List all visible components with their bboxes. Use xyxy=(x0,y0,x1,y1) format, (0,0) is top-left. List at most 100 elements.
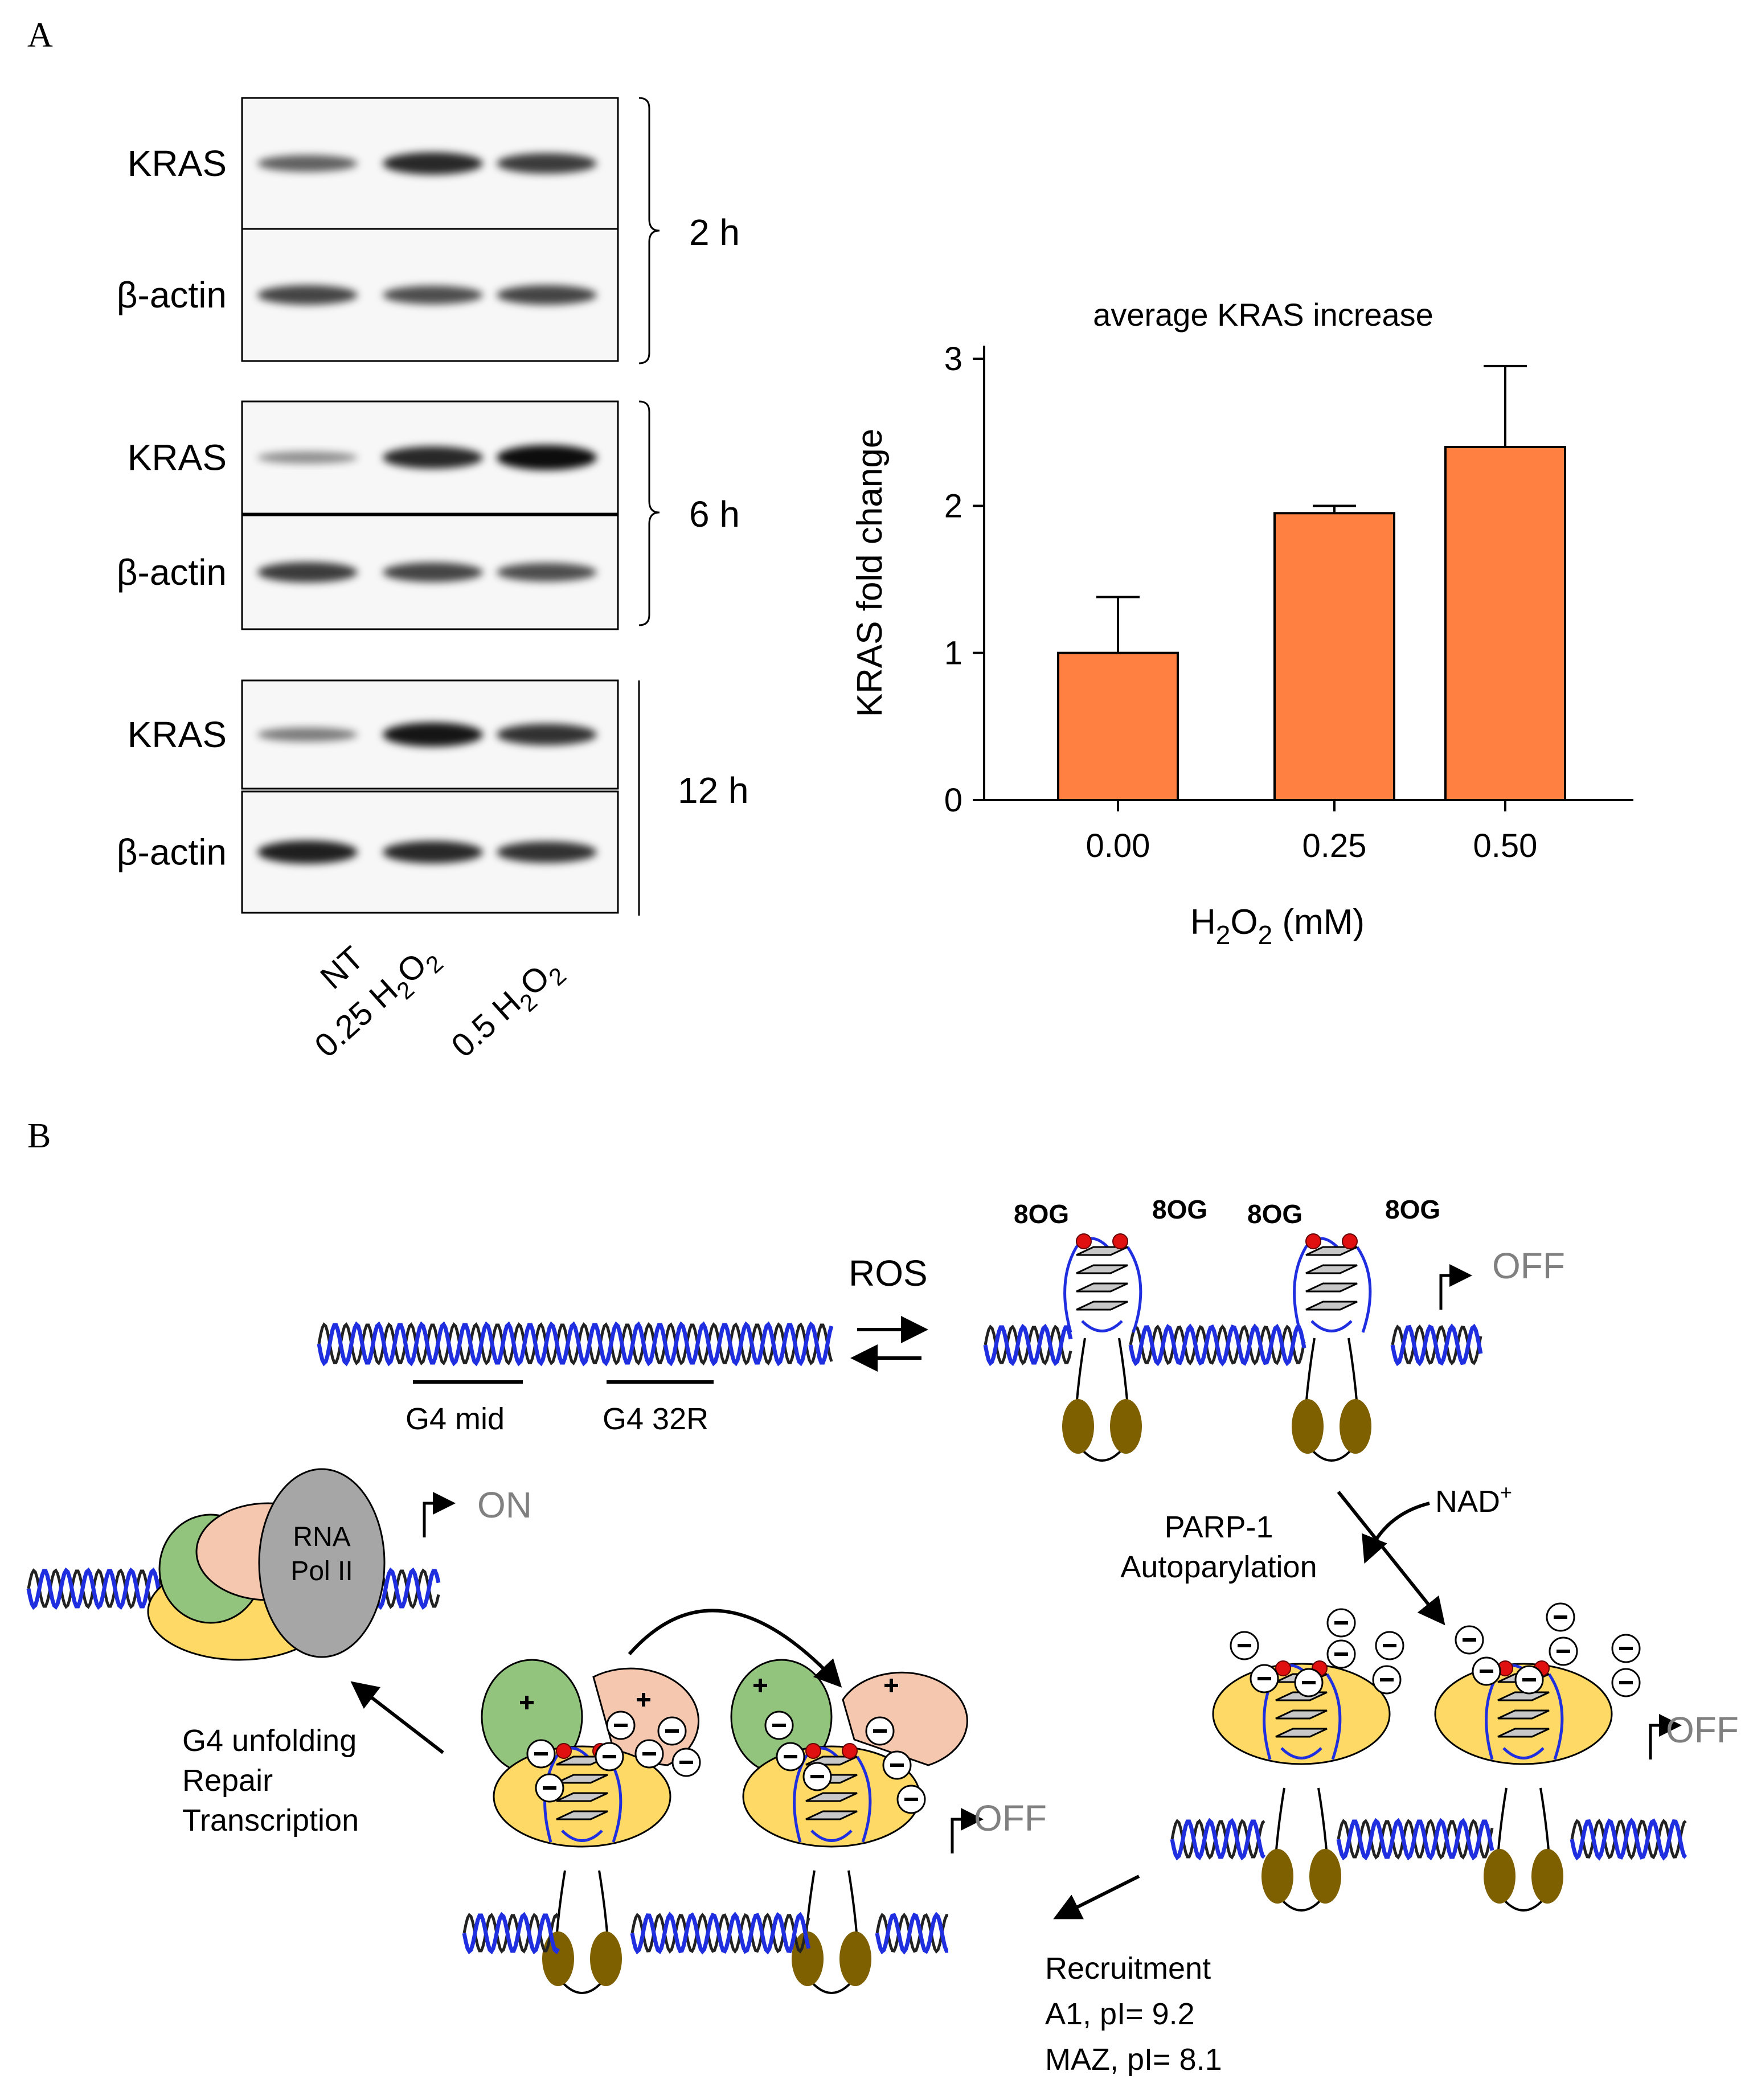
negative-charge-icon xyxy=(882,1750,912,1780)
g4-oxidized-2 xyxy=(1293,1233,1372,1333)
negative-charge-icon xyxy=(1250,1664,1279,1693)
negative-charge-icon xyxy=(1326,1639,1356,1669)
negative-charge-icon xyxy=(526,1739,556,1769)
8og-label-2: 8OG xyxy=(1152,1195,1207,1224)
ros-label: ROS xyxy=(849,1253,928,1294)
band xyxy=(257,451,358,464)
8og-site xyxy=(1275,1660,1291,1676)
8og-site xyxy=(842,1743,858,1759)
recruit-label-3: MAZ, pI= 8.1 xyxy=(1045,2042,1222,2077)
blot-row-label: β-actin xyxy=(117,552,227,593)
time-label-12h: 12 h xyxy=(678,770,749,811)
negative-charge-icon xyxy=(606,1711,636,1740)
y-tick-label: 1 xyxy=(944,635,962,672)
x-tick-label: 0.00 xyxy=(1086,827,1150,864)
negative-charge-icon xyxy=(671,1748,701,1777)
blot-12h-actin xyxy=(241,790,619,914)
band xyxy=(383,562,483,583)
rna-pol-ii xyxy=(258,1468,386,1658)
band xyxy=(383,446,483,469)
rna-pol-label-2: Pol II xyxy=(290,1556,353,1586)
protein-anchor-2 xyxy=(1292,1338,1371,1462)
g4-mid-label: G4 mid xyxy=(405,1402,505,1436)
x-axis-label: H2O2 (mM) xyxy=(1190,903,1365,950)
blot-6h-kras xyxy=(241,400,619,515)
dna-helix-segment xyxy=(462,1912,560,1955)
y-tick-label: 2 xyxy=(944,487,962,524)
dna-helix-segment xyxy=(875,1912,949,1955)
negative-charge-icon xyxy=(1372,1665,1402,1695)
band xyxy=(497,445,597,470)
parp-label-1: PARP-1 xyxy=(1164,1510,1273,1544)
negative-charge-icon xyxy=(634,1739,664,1769)
transfer-arrow-icon xyxy=(628,1609,842,1688)
protein-anchor-1 xyxy=(1062,1338,1142,1462)
on-label: ON xyxy=(477,1484,532,1525)
negative-charge-icon xyxy=(1546,1602,1575,1632)
negative-charge-icon xyxy=(1514,1665,1544,1695)
tss-arrow-off-3 xyxy=(951,1808,984,1853)
band xyxy=(497,285,597,305)
dna-helix-segment xyxy=(1390,1323,1483,1367)
parp-arrow-icon xyxy=(1337,1491,1445,1626)
band xyxy=(497,563,597,582)
band xyxy=(257,155,358,172)
8og-site xyxy=(1076,1233,1092,1249)
y-tick-label: 3 xyxy=(944,341,962,378)
blot-6h-actin xyxy=(241,514,619,630)
negative-charge-icon xyxy=(802,1762,832,1791)
nad-label: NAD+ xyxy=(1435,1480,1512,1519)
protein-anchor-parp-1 xyxy=(1261,1787,1341,1912)
x-tick-label: 0.50 xyxy=(1473,827,1538,864)
tss-arrow-off-2 xyxy=(1649,1714,1682,1759)
band xyxy=(257,727,358,742)
8og-site xyxy=(556,1743,572,1759)
8og-label-3: 8OG xyxy=(1247,1199,1302,1229)
off-label-1: OFF xyxy=(1492,1245,1565,1286)
blot-2h-actin xyxy=(241,228,619,362)
panel-b-label: B xyxy=(27,1117,51,1155)
band xyxy=(257,562,358,583)
dna-helix-segment xyxy=(1570,1818,1687,1861)
dna-helix-plain xyxy=(317,1321,834,1367)
band xyxy=(257,840,358,864)
lane-label-05: 0.5 H2O2 xyxy=(444,949,571,1069)
band xyxy=(383,722,483,747)
protein-anchor-complex-1 xyxy=(542,1870,622,1994)
parp-label-2: Autoparylation xyxy=(1120,1550,1317,1584)
blot-row-label: KRAS xyxy=(128,437,227,478)
dna-helix-segment xyxy=(1128,1323,1306,1367)
negative-charge-icon xyxy=(1230,1631,1259,1660)
nad-arrow-icon xyxy=(1362,1502,1430,1564)
y-tick-label: 0 xyxy=(944,782,962,819)
lane-labels: NT 0.25 H2O2 0.5 H2O2 xyxy=(308,940,571,1069)
8og-site xyxy=(1342,1233,1358,1249)
recruit-label-1: Recruitment xyxy=(1045,1951,1211,1986)
negative-charge-icon xyxy=(776,1742,805,1771)
band xyxy=(497,724,597,745)
dna-helix-segment xyxy=(630,1912,811,1955)
unfold-label-3: Transcription xyxy=(182,1803,359,1838)
positive-charge-icon xyxy=(884,1679,898,1692)
off-label-3: OFF xyxy=(974,1798,1047,1839)
g4-32r-label: G4 32R xyxy=(603,1402,708,1436)
recruitment-arrow-icon xyxy=(1053,1875,1140,1919)
blot-12h-kras xyxy=(241,679,619,790)
negative-charge-icon xyxy=(1326,1608,1356,1638)
blot-row-label: KRAS xyxy=(128,714,227,755)
dna-helix-segment xyxy=(1336,1818,1494,1861)
positive-charge-icon xyxy=(637,1693,650,1707)
negative-charge-icon xyxy=(764,1711,794,1740)
8og-site xyxy=(1112,1233,1128,1249)
negative-charge-icon xyxy=(865,1716,895,1746)
recruit-label-2: A1, pI= 9.2 xyxy=(1045,1997,1195,2031)
band xyxy=(497,841,597,863)
g4-parp-bound-2 xyxy=(1485,1660,1564,1760)
time-label-6h: 6 h xyxy=(689,494,740,535)
bar-0.00 xyxy=(1057,651,1179,801)
off-label-2: OFF xyxy=(1666,1709,1739,1750)
